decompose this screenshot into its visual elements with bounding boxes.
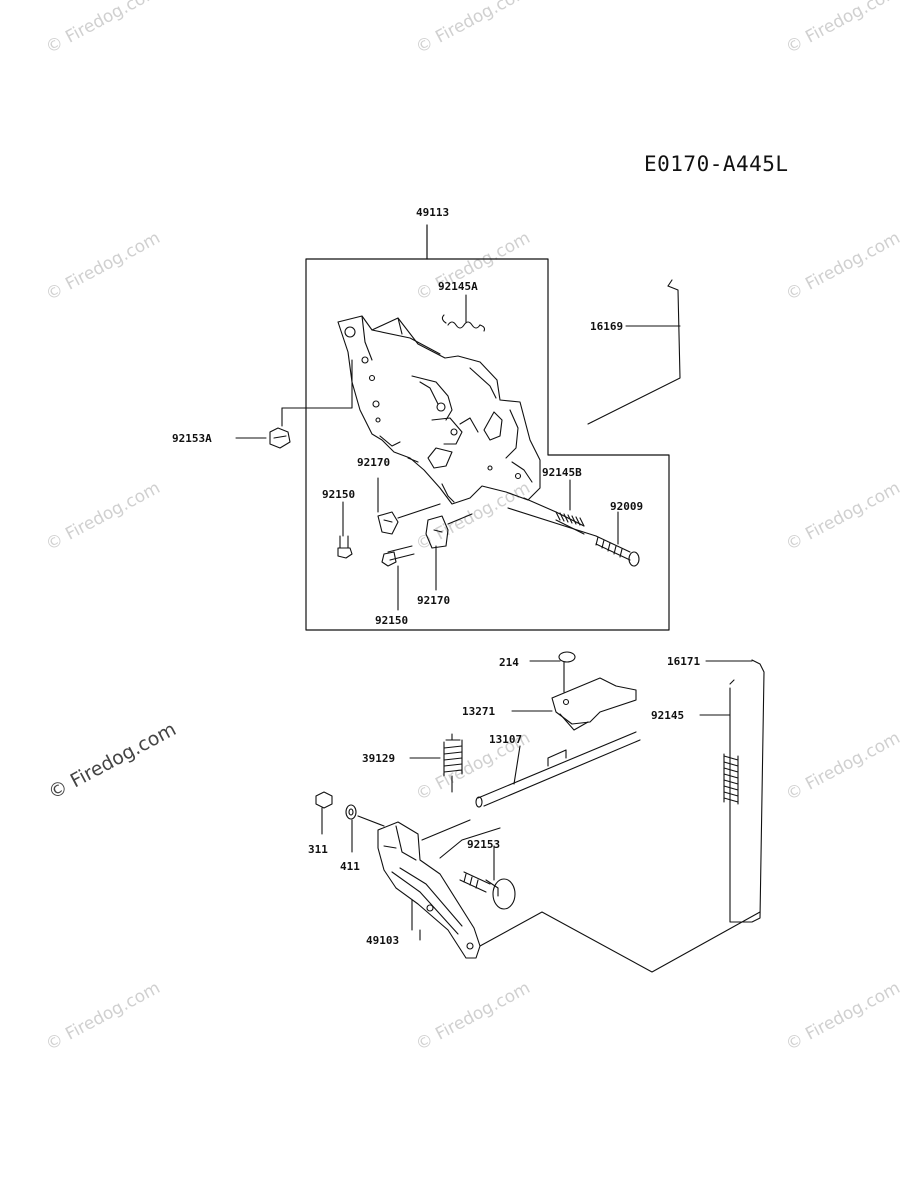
part-label-92170-b: 92170 xyxy=(417,594,451,607)
assembly-frame-49113 xyxy=(305,224,670,631)
bracket-92170-b xyxy=(425,513,473,591)
part-label-49103: 49103 xyxy=(366,934,400,947)
spring-92145 xyxy=(723,753,739,805)
part-label-16169: 16169 xyxy=(590,320,624,333)
part-label-92009: 92009 xyxy=(610,500,644,513)
part-label-411: 411 xyxy=(340,860,360,873)
bolt-92150-b xyxy=(381,545,415,611)
part-label-13107: 13107 xyxy=(489,733,523,746)
cable-16171 xyxy=(699,659,765,923)
spring-92145B xyxy=(523,479,585,535)
screw-214 xyxy=(529,651,576,693)
part-label-92145B: 92145B xyxy=(542,466,582,479)
part-label-13271: 13271 xyxy=(462,705,496,718)
rod-16169 xyxy=(587,279,681,425)
part-label-92153: 92153 xyxy=(467,838,501,851)
pin-92153 xyxy=(459,845,516,910)
washer-411 xyxy=(345,804,385,853)
part-label-16171: 16171 xyxy=(667,655,701,668)
part-label-311: 311 xyxy=(308,843,328,856)
bracket-92170-a xyxy=(377,477,441,535)
part-label-39129: 39129 xyxy=(362,752,396,765)
linkage-line xyxy=(479,911,761,973)
part-label-92150-b: 92150 xyxy=(375,614,409,627)
diagram-code: E0170-A445L xyxy=(644,152,789,176)
part-label-92170-a: 92170 xyxy=(357,456,391,469)
shaft-13107 xyxy=(475,731,641,808)
control-plate xyxy=(337,315,541,505)
spring-92145A xyxy=(441,294,486,332)
part-label-92150-a: 92150 xyxy=(322,488,356,501)
screw-92009 xyxy=(507,507,640,567)
spring-39129 xyxy=(409,733,463,793)
nut-311 xyxy=(315,791,333,835)
lever-49103 xyxy=(377,819,501,959)
part-label-49113: 49113 xyxy=(416,206,450,219)
plate-13271 xyxy=(511,677,637,731)
bolt-92150-a xyxy=(337,501,353,559)
nut-92153A xyxy=(235,359,353,449)
part-label-92153A: 92153A xyxy=(172,432,212,445)
part-label-214: 214 xyxy=(499,656,519,669)
part-label-92145A: 92145A xyxy=(438,280,478,293)
part-label-92145: 92145 xyxy=(651,709,685,722)
